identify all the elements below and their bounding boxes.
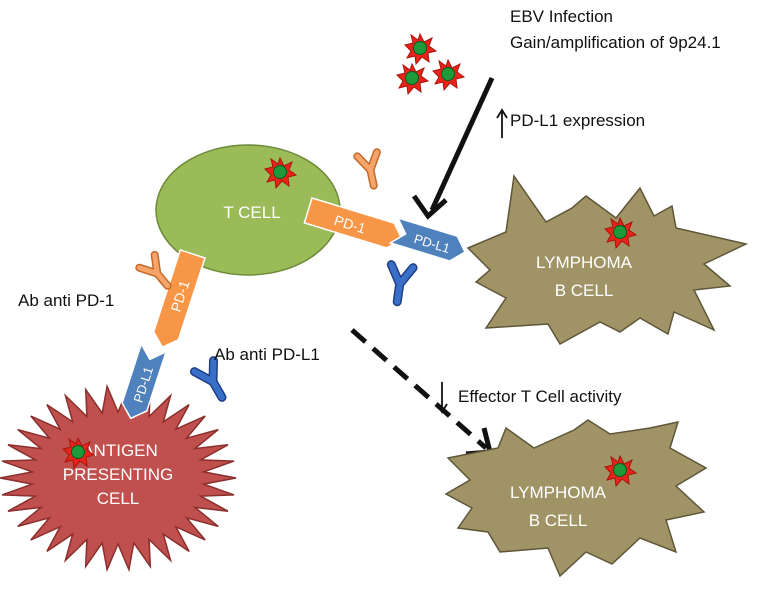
apc-label-2: PRESENTING <box>63 465 174 484</box>
lymphoma-top-label-2: B CELL <box>555 281 614 300</box>
pdl1-ligand-left: PD-L1 <box>121 342 168 420</box>
induction-arrow <box>429 76 495 212</box>
antibody-y-icon <box>189 356 227 402</box>
virus-icon <box>432 59 465 91</box>
virus-icon <box>404 33 437 65</box>
induction-arrowhead <box>411 194 448 220</box>
virus-icon <box>396 63 429 95</box>
lymphoma-bottom-label-1: LYMPHOMA <box>510 483 607 502</box>
antibody-y-icon <box>353 148 381 190</box>
antigen-presenting-cell <box>0 383 237 573</box>
ab-anti-pd1-label: Ab anti PD-1 <box>18 291 114 310</box>
apc-label-1: ANTIGEN <box>82 441 158 460</box>
dashed-arrow <box>350 328 488 450</box>
pdl1-ligand-top: PD-L1 <box>388 216 466 262</box>
lymphoma-b-cell-bottom <box>444 419 708 578</box>
antibody-y-icon <box>386 260 418 307</box>
lymphoma-b-cell-top <box>466 174 749 346</box>
lymphoma-top-label-1: LYMPHOMA <box>536 253 633 272</box>
ab-anti-pdl1-label: Ab anti PD-L1 <box>214 345 320 364</box>
pdl1-expression-label: PD-L1 expression <box>510 111 645 130</box>
down-arrow-icon <box>436 382 448 414</box>
t-cell-label: T CELL <box>223 203 280 222</box>
apc-label-3: CELL <box>97 489 140 508</box>
lymphoma-bottom-label-2: B CELL <box>529 511 588 530</box>
pd1-receptor-left: PD-1 <box>152 249 206 349</box>
effector-activity-label: Effector T Cell activity <box>458 387 622 406</box>
up-arrow-icon <box>496 108 508 138</box>
ebv-infection-label: EBV Infection <box>510 7 613 26</box>
antibody-y-icon <box>135 250 172 290</box>
gain-amplification-label: Gain/amplification of 9p24.1 <box>510 33 721 52</box>
